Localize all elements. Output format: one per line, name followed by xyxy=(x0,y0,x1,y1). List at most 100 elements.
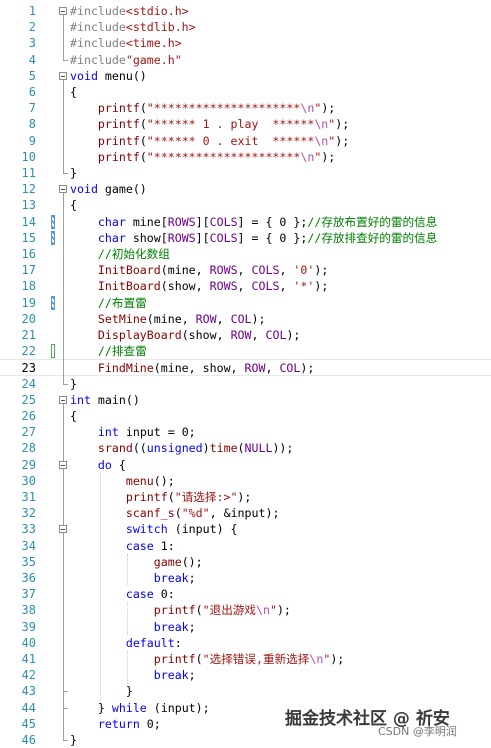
code-text[interactable]: //布置雷 xyxy=(70,295,147,311)
code-text[interactable]: switch (input) { xyxy=(70,521,238,537)
code-line[interactable]: 28 srand((unsigned)time(NULL)); xyxy=(0,440,491,456)
code-line[interactable]: 33 switch (input) { xyxy=(0,521,491,537)
fold-toggle-icon[interactable] xyxy=(59,395,67,404)
code-text[interactable]: printf("****** 0 . exit ******\n"); xyxy=(70,133,349,149)
code-line[interactable]: 41 printf("选择错误,重新选择\n"); xyxy=(0,651,491,667)
code-text[interactable]: case 0: xyxy=(70,586,175,602)
code-text[interactable]: printf("*********************\n"); xyxy=(70,100,335,116)
fold-toggle-icon[interactable] xyxy=(59,185,67,194)
code-text[interactable]: int main() xyxy=(70,392,140,408)
code-line[interactable]: 30 menu(); xyxy=(0,473,491,489)
code-text[interactable]: void menu() xyxy=(70,68,147,84)
code-text[interactable]: #include<time.h> xyxy=(70,35,182,51)
code-line[interactable]: 9 printf("****** 0 . exit ******\n"); xyxy=(0,133,491,149)
code-line[interactable]: 44 } while (input); xyxy=(0,700,491,716)
code-line[interactable]: 26{ xyxy=(0,408,491,424)
code-line[interactable]: 18 InitBoard(show, ROWS, COLS, '*'); xyxy=(0,278,491,294)
code-line[interactable]: 8 printf("****** 1 . play ******\n"); xyxy=(0,116,491,132)
code-line[interactable]: 15 char show[ROWS][COLS] = { 0 };//存放排查好… xyxy=(0,230,491,246)
code-line[interactable]: 32 scanf_s("%d", &input); xyxy=(0,505,491,521)
fold-toggle-icon[interactable] xyxy=(59,7,67,15)
code-line[interactable]: 29 do { xyxy=(0,457,491,473)
code-line[interactable]: 19 //布置雷 xyxy=(0,295,491,311)
code-line[interactable]: 13{ xyxy=(0,197,491,213)
code-text[interactable]: } xyxy=(70,165,77,181)
code-line[interactable]: 17 InitBoard(mine, ROWS, COLS, '0'); xyxy=(0,262,491,278)
code-text[interactable]: default: xyxy=(70,635,182,651)
code-text[interactable]: return 0; xyxy=(70,716,161,732)
code-line[interactable]: 1#include<stdio.h> xyxy=(0,3,491,19)
code-line[interactable]: 11} xyxy=(0,165,491,181)
code-text[interactable]: case 1: xyxy=(70,538,175,554)
code-text[interactable]: #include<stdio.h> xyxy=(70,3,189,19)
code-line[interactable]: 10 printf("*********************\n"); xyxy=(0,149,491,165)
code-token: COLS xyxy=(209,230,238,245)
code-line[interactable]: 22 //排查雷 xyxy=(0,343,491,359)
code-line[interactable]: 16 //初始化数组 xyxy=(0,246,491,262)
fold-toggle-icon[interactable] xyxy=(59,525,67,534)
code-line[interactable]: 6{ xyxy=(0,84,491,100)
code-line[interactable]: 34 case 1: xyxy=(0,538,491,554)
fold-toggle-icon[interactable] xyxy=(59,71,67,80)
code-line[interactable]: 23 FindMine(mine, show, ROW, COL); xyxy=(0,359,491,376)
code-text[interactable]: do { xyxy=(70,457,126,473)
code-text[interactable]: printf("****** 1 . play ******\n"); xyxy=(70,116,349,132)
code-line[interactable]: 2#include<stdlib.h> xyxy=(0,19,491,35)
code-text[interactable]: //排查雷 xyxy=(70,343,147,359)
code-text[interactable]: } xyxy=(70,376,77,392)
code-line[interactable]: 38 printf("退出游戏\n"); xyxy=(0,602,491,618)
code-line[interactable]: 7 printf("*********************\n"); xyxy=(0,100,491,116)
code-text[interactable]: printf("*********************\n"); xyxy=(70,149,335,165)
code-line[interactable]: 31 printf("请选择:>"); xyxy=(0,489,491,505)
code-text[interactable]: } xyxy=(70,683,133,699)
code-text[interactable]: InitBoard(mine, ROWS, COLS, '0'); xyxy=(70,262,328,278)
code-text[interactable]: break; xyxy=(70,570,196,586)
code-text[interactable]: game(); xyxy=(70,554,203,570)
code-text[interactable]: break; xyxy=(70,619,196,635)
code-text[interactable]: #include<stdlib.h> xyxy=(70,19,196,35)
code-line[interactable]: 43 } xyxy=(0,683,491,699)
code-text[interactable]: srand((unsigned)time(NULL)); xyxy=(70,440,293,456)
code-line[interactable]: 36 break; xyxy=(0,570,491,586)
fold-toggle-icon[interactable] xyxy=(59,460,67,469)
code-text[interactable]: //初始化数组 xyxy=(70,246,170,262)
code-line[interactable]: 35 game(); xyxy=(0,554,491,570)
code-text[interactable]: void game() xyxy=(70,181,147,197)
code-text[interactable]: FindMine(mine, show, ROW, COL); xyxy=(70,360,314,376)
code-line[interactable]: 24} xyxy=(0,376,491,392)
code-line[interactable]: 42 break; xyxy=(0,667,491,683)
code-line[interactable]: 37 case 0: xyxy=(0,586,491,602)
code-text[interactable]: menu(); xyxy=(70,473,175,489)
code-text[interactable]: scanf_s("%d", &input); xyxy=(70,505,280,521)
code-text[interactable]: } xyxy=(70,732,77,748)
code-text[interactable]: DisplayBoard(show, ROW, COL); xyxy=(70,327,300,343)
code-text[interactable]: char mine[ROWS][COLS] = { 0 };//存放布置好的雷的… xyxy=(70,214,437,230)
fold-range-end xyxy=(63,740,68,741)
code-text[interactable]: int input = 0; xyxy=(70,424,196,440)
code-text[interactable]: { xyxy=(70,408,77,424)
code-text[interactable]: } while (input); xyxy=(70,700,210,716)
code-text[interactable]: printf("请选择:>"); xyxy=(70,489,252,505)
code-text[interactable]: { xyxy=(70,197,77,213)
code-line[interactable]: 45 return 0; xyxy=(0,716,491,732)
code-text[interactable]: printf("退出游戏\n"); xyxy=(70,602,291,618)
code-line[interactable]: 27 int input = 0; xyxy=(0,424,491,440)
code-line[interactable]: 4#include"game.h" xyxy=(0,52,491,68)
code-line[interactable]: 39 break; xyxy=(0,619,491,635)
code-line[interactable]: 3#include<time.h> xyxy=(0,35,491,51)
code-line[interactable]: 14 char mine[ROWS][COLS] = { 0 };//存放布置好… xyxy=(0,214,491,230)
code-text[interactable]: printf("选择错误,重新选择\n"); xyxy=(70,651,345,667)
code-text[interactable]: char show[ROWS][COLS] = { 0 };//存放排查好的雷的… xyxy=(70,230,437,246)
code-text[interactable]: SetMine(mine, ROW, COL); xyxy=(70,311,266,327)
code-text[interactable]: #include"game.h" xyxy=(70,52,182,68)
code-text[interactable]: { xyxy=(70,84,77,100)
code-text[interactable]: InitBoard(show, ROWS, COLS, '*'); xyxy=(70,278,328,294)
code-line[interactable]: 21 DisplayBoard(show, ROW, COL); xyxy=(0,327,491,343)
code-line[interactable]: 40 default: xyxy=(0,635,491,651)
code-text[interactable]: break; xyxy=(70,667,196,683)
code-line[interactable]: 20 SetMine(mine, ROW, COL); xyxy=(0,311,491,327)
